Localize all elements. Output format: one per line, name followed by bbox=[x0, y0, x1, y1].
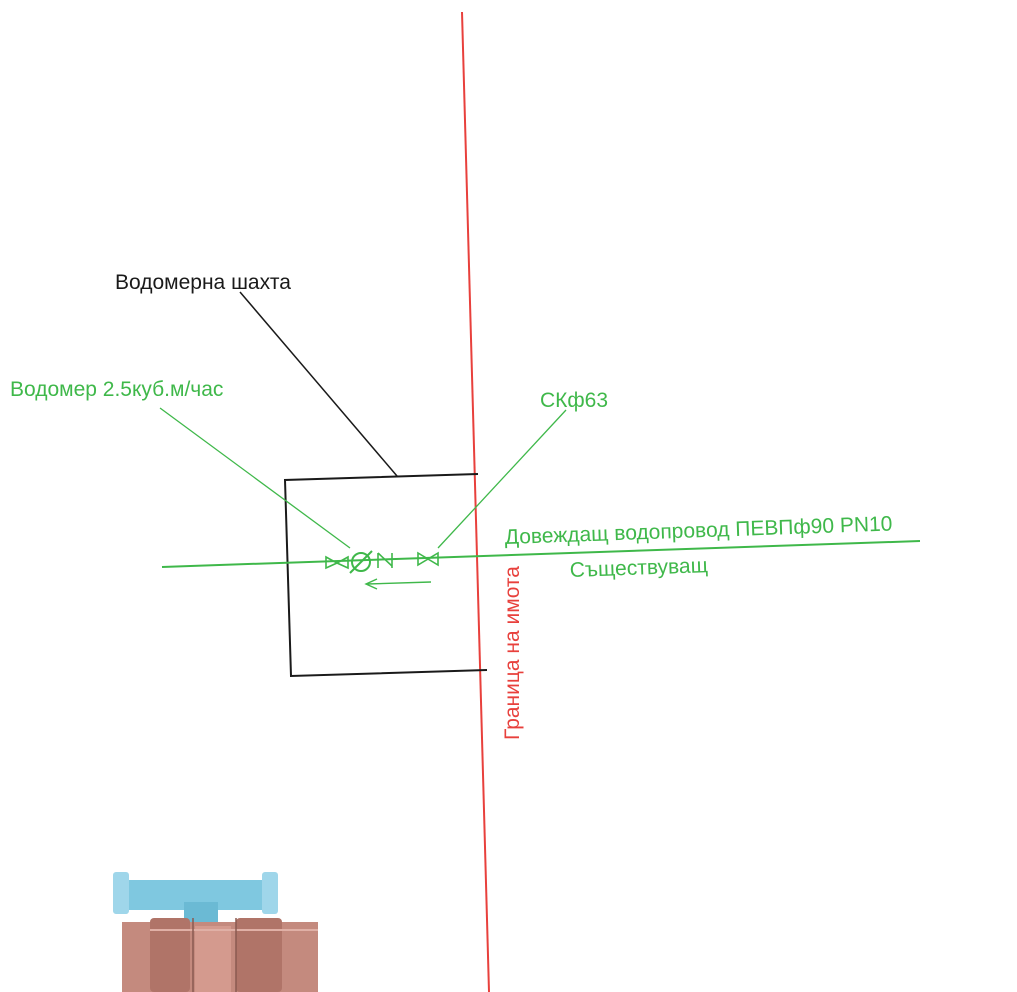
shaft-label: Водомерна шахта bbox=[115, 271, 291, 294]
gate-valve-icon bbox=[417, 551, 439, 567]
water-meter-label: Водомер 2.5куб.м/час bbox=[10, 378, 223, 401]
property-boundary-label: Граница на имота bbox=[501, 566, 524, 740]
existing-label: Съществуващ bbox=[569, 554, 708, 582]
gate-valve-left-icon bbox=[325, 555, 349, 570]
property-boundary-line bbox=[461, 11, 490, 992]
valve-leader-line bbox=[437, 409, 567, 549]
supply-pipe-line bbox=[161, 540, 921, 568]
shaft-leader-line bbox=[239, 291, 398, 477]
shaft-outline bbox=[283, 473, 488, 678]
water-meter-icon bbox=[349, 550, 373, 574]
meter-leader-line bbox=[159, 407, 351, 549]
arrow-left-icon bbox=[364, 578, 432, 590]
ball-valve-icon bbox=[113, 872, 318, 992]
check-valve-icon bbox=[377, 552, 393, 568]
valve-label: СКф63 bbox=[540, 389, 608, 412]
